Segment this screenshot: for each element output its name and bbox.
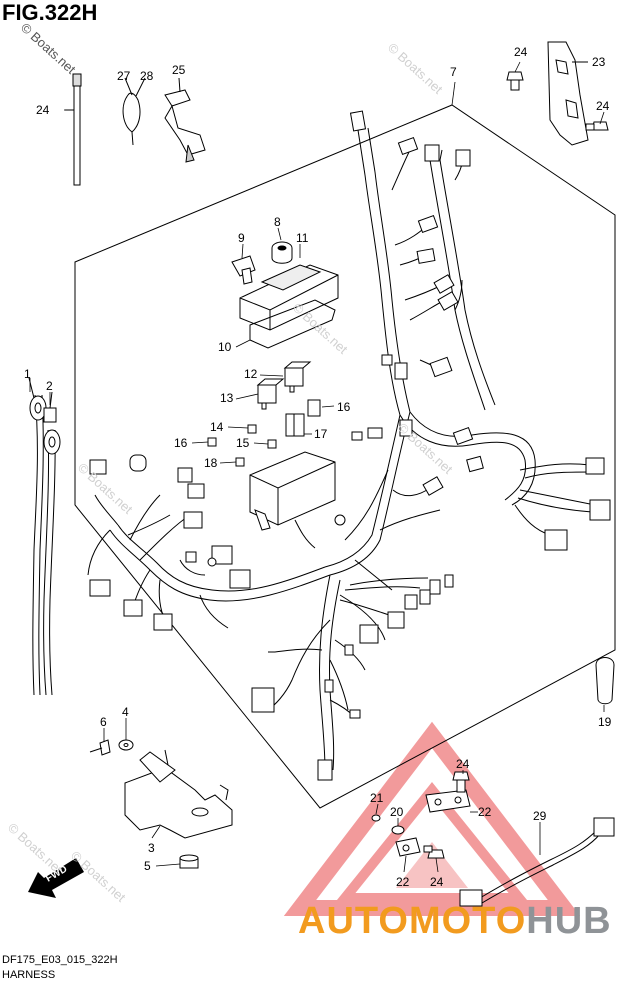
callout-13: 13: [220, 391, 234, 405]
callout-25: 25: [172, 63, 186, 77]
callout-numbers: 24 27 28 25 24 23 24 7 8 9 11 10 12 13 1…: [24, 45, 612, 889]
callout-29: 29: [533, 809, 547, 823]
callout-26: 24: [36, 103, 50, 117]
leader-lines: [29, 61, 605, 873]
callout-7: 7: [450, 65, 457, 79]
callout-5: 5: [144, 859, 151, 873]
callout-18: 18: [204, 456, 218, 470]
part-small-hardware: [89, 739, 199, 869]
part-fuse-box: [239, 264, 339, 349]
callout-1: 1: [24, 367, 31, 381]
part-clamp: [164, 77, 206, 163]
callout-22b: 22: [396, 875, 410, 889]
part-battery-cable: [28, 377, 61, 696]
callout-17: 17: [314, 427, 328, 441]
part-lower-hardware: [371, 771, 471, 859]
part-fuse-box-base: [249, 451, 336, 549]
part-fuse-clip: [231, 255, 256, 285]
callout-12: 12: [244, 367, 258, 381]
callout-8: 8: [274, 215, 281, 229]
callout-24c: 24: [456, 757, 470, 771]
callout-28: 28: [140, 69, 154, 83]
callout-9: 9: [238, 231, 245, 245]
callout-23: 23: [592, 55, 606, 69]
part-extension-cable: [459, 817, 615, 907]
callout-14: 14: [210, 420, 224, 434]
figure-title: FIG.322H: [2, 0, 98, 25]
callout-27: 27: [117, 69, 131, 83]
callout-6: 6: [100, 715, 107, 729]
callout-19: 19: [598, 715, 612, 729]
part-cable-tie: [65, 73, 82, 186]
automotohub-logo-text: AUTOMOTOHUB: [298, 900, 612, 943]
callout-24d: 24: [430, 875, 444, 889]
part-grommet: [271, 241, 293, 264]
callout-24a: 24: [514, 45, 528, 59]
callout-15: 15: [236, 436, 250, 450]
callout-10: 10: [218, 340, 232, 354]
part-cap: [595, 657, 615, 705]
part-bolt: [506, 71, 609, 131]
part-lower-bracket: [124, 749, 233, 839]
brand-part2: HUB: [526, 900, 612, 942]
callout-20: 20: [390, 805, 404, 819]
part-bracket: [547, 41, 589, 146]
callout-24b: 24: [596, 99, 610, 113]
figure-code: DF175_E03_015_322H: [2, 954, 118, 966]
main-wire-harness: [87, 127, 596, 771]
brand-part1: AUTOMOTO: [298, 900, 527, 942]
part-clip: [122, 77, 146, 146]
automotohub-logo-triangle: [283, 721, 581, 916]
callout-22a: 22: [478, 805, 492, 819]
figure-name: HARNESS: [2, 969, 56, 981]
callout-21: 21: [370, 791, 384, 805]
callout-4: 4: [122, 705, 129, 719]
callout-11: 11: [296, 231, 309, 245]
callout-16b: 16: [337, 400, 351, 414]
harness-connectors: [89, 110, 611, 781]
callout-3: 3: [148, 841, 155, 855]
part-relay: [256, 361, 312, 410]
callout-2: 2: [46, 379, 53, 393]
callout-16a: 16: [174, 436, 188, 450]
